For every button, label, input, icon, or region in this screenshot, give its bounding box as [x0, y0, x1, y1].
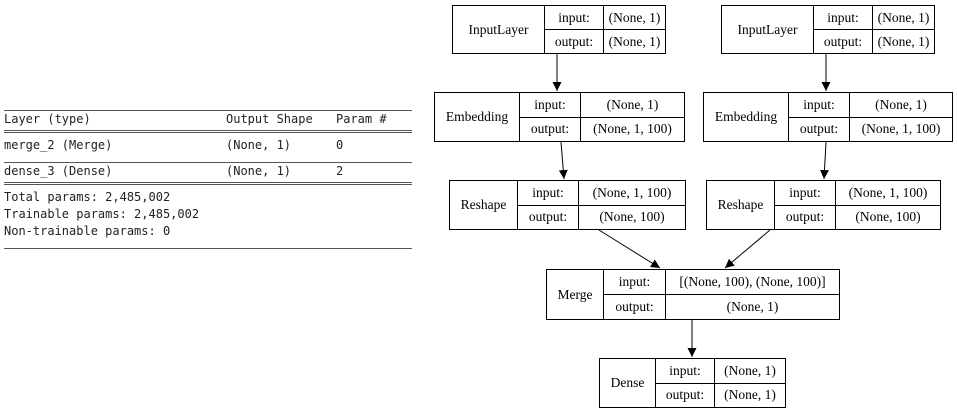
summary-row: merge_2 (Merge) (None, 1) 0: [4, 137, 416, 154]
row-param: 2: [336, 164, 344, 178]
node-output-label: output:: [520, 117, 581, 141]
node-input-label: input:: [520, 93, 581, 117]
node-name: InputLayer: [453, 6, 545, 53]
merge-node: Merge input: [(None, 100), (None, 100)] …: [546, 269, 840, 320]
reshape-node-a: Reshape input: (None, 1, 100) output: (N…: [449, 180, 686, 230]
reshape-node-b: Reshape input: (None, 1, 100) output: (N…: [706, 180, 941, 230]
node-input-label: input:: [789, 93, 850, 117]
summary-footer-divider: [4, 182, 412, 185]
summary-row: dense_3 (Dense) (None, 1) 2: [4, 163, 416, 180]
embedding-node-b: Embedding input: (None, 1) output: (None…: [703, 92, 953, 142]
edge-reshape-b-to-merge: [724, 229, 771, 269]
row-layer: dense_3 (Dense): [4, 164, 113, 178]
node-output-label: output:: [518, 205, 579, 229]
node-input-value: (None, 1): [608, 9, 661, 25]
node-output-value: (None, 1, 100): [593, 121, 672, 137]
header-output-shape: Output Shape: [226, 112, 313, 126]
node-name: Reshape: [450, 181, 518, 229]
node-input-value: (None, 1): [875, 96, 927, 112]
node-input-label: input:: [814, 6, 873, 29]
row-layer: merge_2 (Merge): [4, 138, 113, 152]
node-output-label: output:: [656, 383, 715, 407]
summary-top-rule: [4, 110, 412, 111]
row-param: 0: [336, 138, 344, 152]
node-output-value: (None, 1): [726, 299, 779, 314]
header-layer: Layer (type): [4, 112, 91, 126]
node-input-value: (None, 1): [877, 9, 930, 25]
edge-embedding-b-to-reshape-b: [819, 141, 829, 180]
node-name: Reshape: [707, 181, 775, 229]
node-output-value: (None, 100): [599, 209, 665, 225]
node-input-value: (None, 1): [606, 96, 659, 112]
summary-row-divider: [4, 162, 412, 163]
node-name: Embedding: [435, 93, 520, 141]
input-layer-node-b: InputLayer input: (None, 1) output: (Non…: [721, 5, 935, 54]
node-output-label: output:: [545, 30, 604, 53]
node-input-label: input:: [775, 181, 836, 205]
node-output-value: (None, 1): [724, 387, 776, 403]
node-input-label: input:: [656, 359, 715, 383]
summary-bottom-rule: [4, 248, 412, 249]
node-output-label: output:: [775, 205, 836, 229]
edge-reshape-a-to-merge: [598, 229, 661, 269]
node-input-value: (None, 1): [724, 362, 776, 378]
summary-header-row: Layer (type) Output Shape Param #: [4, 111, 416, 128]
node-name: Embedding: [704, 93, 789, 141]
node-output-value: (None, 100): [855, 209, 921, 225]
node-input-label: input:: [604, 270, 666, 294]
node-name: InputLayer: [722, 6, 814, 53]
input-layer-node-a: InputLayer input: (None, 1) output: (Non…: [452, 5, 666, 54]
node-output-value: (None, 1, 100): [861, 121, 941, 137]
edge-embedding-a-to-reshape-a: [558, 141, 568, 180]
row-shape: (None, 1): [226, 138, 292, 152]
trainable-params: Trainable params: 2,485,002: [4, 207, 200, 221]
node-output-value: (None, 1): [608, 33, 661, 49]
dense-node: Dense input: (None, 1) output: (None, 1): [599, 358, 786, 408]
node-output-label: output:: [604, 295, 666, 319]
node-input-label: input:: [545, 6, 604, 29]
node-input-value: [(None, 100), (None, 100)]: [679, 274, 826, 289]
embedding-node-a: Embedding input: (None, 1) output: (None…: [434, 92, 685, 142]
model-summary: Layer (type) Output Shape Param # merge_…: [4, 110, 416, 249]
node-output-label: output:: [814, 30, 873, 53]
node-output-label: output:: [789, 117, 850, 141]
node-input-label: input:: [518, 181, 579, 205]
node-input-value: (None, 1, 100): [592, 184, 672, 200]
node-name: Merge: [547, 270, 604, 319]
total-params: Total params: 2,485,002: [4, 190, 171, 204]
row-shape: (None, 1): [226, 164, 292, 178]
header-param-count: Param #: [336, 112, 387, 126]
node-name: Dense: [600, 359, 656, 407]
node-output-value: (None, 1): [877, 33, 930, 49]
node-input-value: (None, 1, 100): [848, 184, 928, 200]
non-trainable-params: Non-trainable params: 0: [4, 224, 171, 238]
summary-header-divider: [4, 130, 412, 133]
